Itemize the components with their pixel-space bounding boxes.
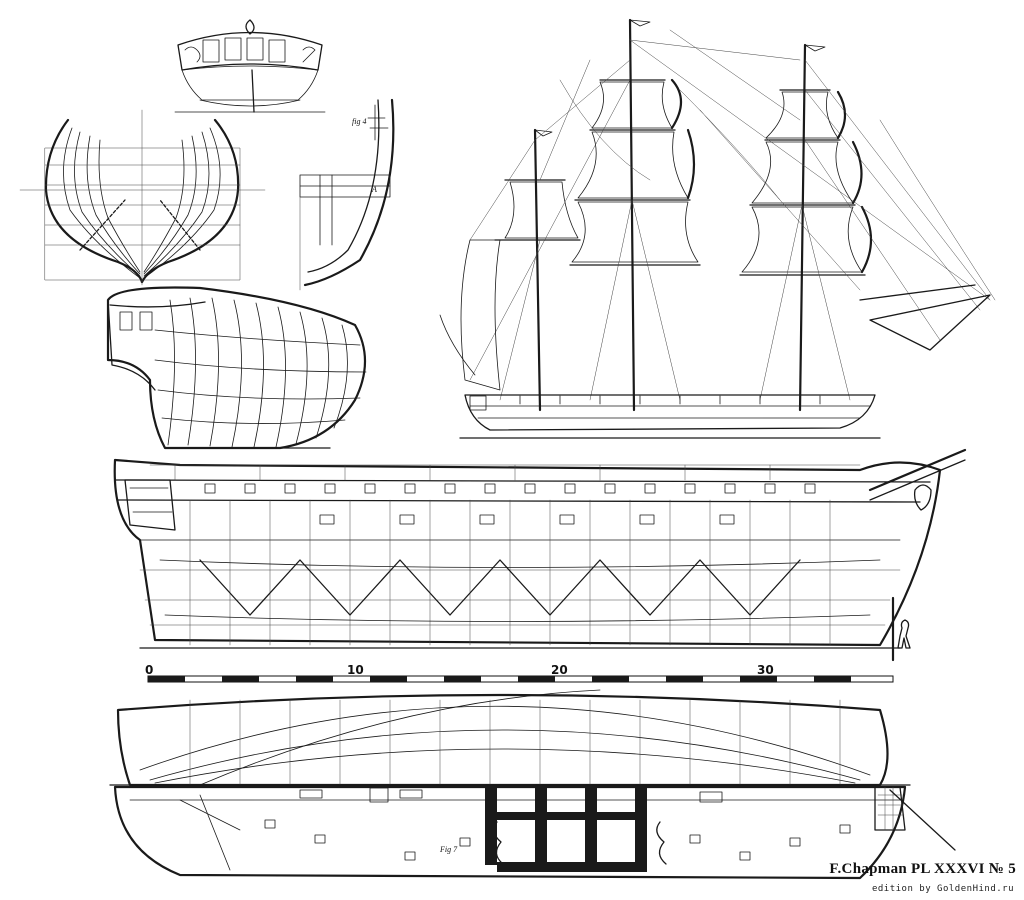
sheer-plan <box>113 448 967 662</box>
fig-label-b: A <box>371 185 377 194</box>
scale-bar: 0 10 20 30 <box>145 663 894 683</box>
body-plan <box>19 109 266 286</box>
fig-label-c: Fig 7 <box>439 845 458 854</box>
edition-credit: edition by GoldenHind.ru <box>871 884 1014 894</box>
half-breadth-plan <box>109 689 911 787</box>
scale-label-0: 0 <box>145 663 153 677</box>
deck-plan: Fig 7 <box>113 785 956 880</box>
scale-label-10: 10 <box>347 663 364 677</box>
scale-label-30: 30 <box>757 663 774 677</box>
sail-plan <box>439 18 996 439</box>
scale-label-20: 20 <box>551 663 568 677</box>
hull-frame-perspective <box>106 286 367 450</box>
stern-view <box>174 19 326 113</box>
fig-label-a: fig 4 <box>352 117 366 126</box>
plate-caption: F.Chapman PL XXXVI № 5 <box>829 861 1016 877</box>
stem-detail: fig 4 A <box>299 98 395 291</box>
